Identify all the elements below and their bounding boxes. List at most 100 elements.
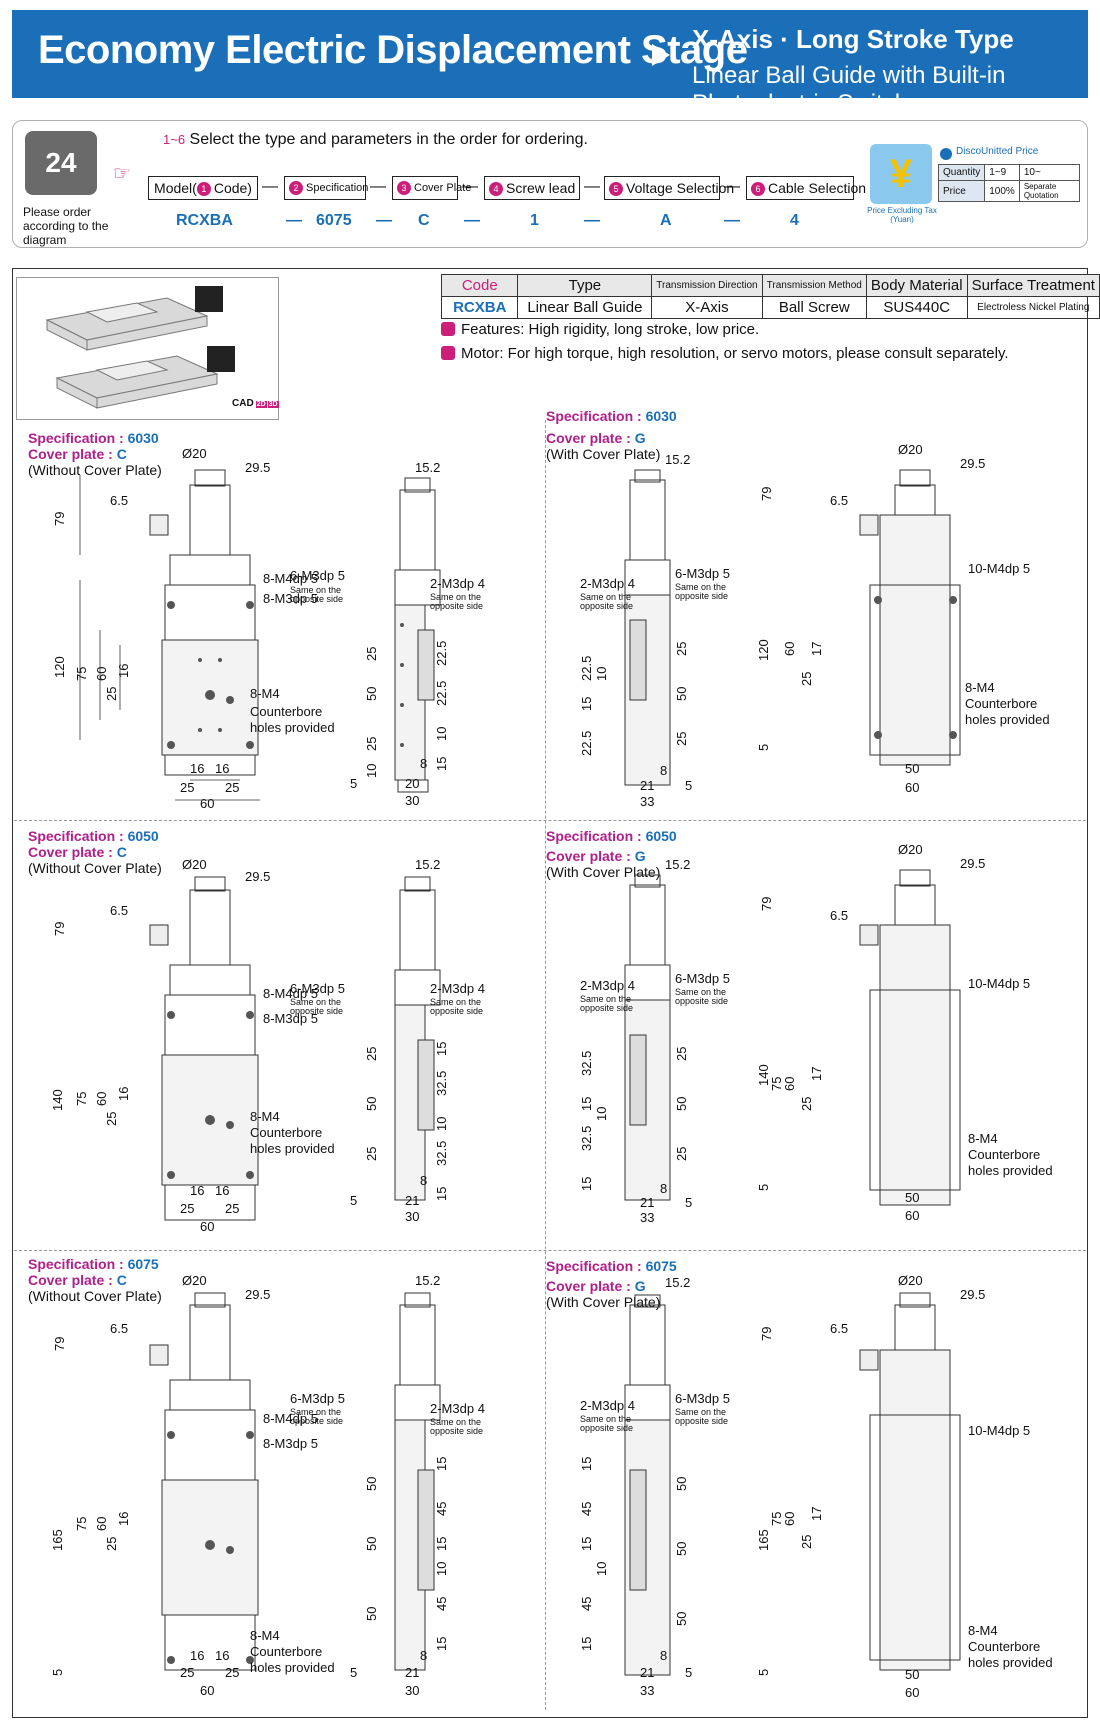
dim-label: opposite side [580, 1003, 633, 1013]
dim-label: 6-M3dp 5 [675, 1391, 730, 1406]
separator: — [464, 212, 480, 229]
dim-label: opposite side [580, 601, 633, 611]
dim-label: 79 [52, 1337, 67, 1351]
dim-label: 75 [74, 667, 89, 681]
dim-label: Same on the [675, 582, 726, 592]
spec-value: 6050 [127, 828, 159, 844]
dim-label: 8 [420, 756, 427, 771]
dim-label: holes provided [250, 1141, 335, 1156]
dim-label: 16 [190, 1648, 204, 1663]
spec-key: Specification : [546, 828, 642, 844]
section-label-6050-c: Specification : 6050 Cover plate : C (Wi… [28, 828, 162, 876]
dim-label: Counterbore [968, 1147, 1040, 1162]
section-label-6030-c: Specification : 6030 Cover plate : C (Wi… [28, 430, 162, 478]
cover-key: Cover plate : [546, 1278, 631, 1294]
arrow-right-icon [652, 44, 670, 66]
dim-label: 10 [594, 1562, 609, 1576]
dim-label: 25 [180, 780, 194, 795]
price-cell: 10~ [1018, 164, 1081, 181]
dim-label: 29.5 [245, 1287, 270, 1302]
dim-label: 32.5 [434, 1141, 449, 1166]
cover-key: Cover plate : [546, 430, 631, 446]
dim-label: holes provided [968, 1655, 1053, 1670]
dim-label: Same on the [580, 592, 631, 602]
dim-label: 6.5 [830, 493, 848, 508]
dim-label: 2-M3dp 4 [430, 981, 485, 996]
drawings-panel [12, 268, 1088, 1718]
drawing-6050-g-side: 15.2 2-M3dp 4 Same on the opposite side … [579, 857, 730, 1225]
dim-label: 79 [52, 512, 67, 526]
dim-label: 15 [579, 1537, 594, 1551]
dim-label: 8-M3dp 5 [263, 1011, 318, 1026]
dim-label: 25 [364, 1047, 379, 1061]
order-section: 24 Please order according to the diagram… [12, 120, 1088, 248]
dim-label: 16 [190, 761, 204, 776]
dim-label: 45 [434, 1502, 449, 1516]
dim-label: 15 [579, 1637, 594, 1651]
dim-label: 45 [579, 1502, 594, 1516]
dim-label: 25 [674, 1147, 689, 1161]
dim-label: 140 [756, 1064, 771, 1086]
value-voltage: A [660, 212, 672, 229]
banner-subtitle-2: Linear Ball Guide with Built-in Photoele… [692, 62, 1006, 117]
dim-label: opposite side [290, 594, 343, 604]
dim-label: 60 [905, 1685, 919, 1700]
dim-label: 60 [200, 1219, 214, 1234]
spec-value: 6075 [645, 1258, 677, 1274]
cover-note: (With Cover Plate) [546, 446, 661, 462]
dim-label: Same on the [290, 997, 341, 1007]
dim-label: 6.5 [110, 493, 128, 508]
dim-label: opposite side [675, 996, 728, 1006]
dim-label: 6.5 [830, 908, 848, 923]
feature-text: Features: High rigidity, long stroke, lo… [461, 321, 760, 338]
dim-label: opposite side [430, 1426, 483, 1436]
dim-label: 29.5 [960, 1287, 985, 1302]
stage-product-image [45, 286, 235, 409]
dim-label: 5 [350, 1193, 357, 1208]
order-caption: Please order according to the diagram [23, 205, 109, 247]
spec-value: 6050 [645, 828, 677, 844]
banner-subtitle: X-Axis · Long Stroke Type [692, 24, 1014, 54]
dim-label: 60 [94, 667, 109, 681]
dim-label: 50 [364, 687, 379, 701]
field-label: Model( [154, 180, 197, 196]
spec-value: 6075 [127, 1256, 159, 1272]
dim-label: 8 [660, 1648, 667, 1663]
dim-label: 30 [405, 1683, 419, 1698]
dim-label: 8-M4dp 5 [263, 986, 318, 1001]
dim-label: 10 [594, 1107, 609, 1121]
dim-label: 22.5 [579, 731, 594, 756]
motor-line: Motor: For high torque, high resolution,… [441, 345, 1009, 362]
spec-key: Specification : [546, 408, 642, 424]
dim-label: 8-M4 [968, 1131, 998, 1146]
cover-note: (With Cover Plate) [546, 1294, 661, 1310]
separator: — [724, 178, 740, 195]
dim-label: 79 [759, 487, 774, 501]
instruction-text: Select the type and parameters in the or… [189, 131, 588, 148]
dim-label: 15.2 [665, 857, 690, 872]
dim-label: Counterbore [250, 1125, 322, 1140]
dim-label: Ø20 [898, 1273, 923, 1288]
dim-label: 6-M3dp 5 [675, 971, 730, 986]
dim-label: Same on the [290, 585, 341, 595]
dim-label: opposite side [430, 1006, 483, 1016]
dim-label: 29.5 [960, 856, 985, 871]
dim-label: 25 [364, 1147, 379, 1161]
dim-label: 16 [215, 1648, 229, 1663]
field-label: Specification [306, 182, 369, 194]
dim-label: 10 [594, 667, 609, 681]
dim-label: Ø20 [898, 442, 923, 457]
dim-label: 50 [674, 1477, 689, 1491]
pointing-hand-icon: ☞ [113, 163, 131, 185]
product-photo [16, 277, 279, 420]
dim-label: 15 [579, 1177, 594, 1191]
separator: — [376, 212, 392, 229]
dim-label: 10 [434, 1562, 449, 1576]
dim-label: 15 [434, 1042, 449, 1056]
separator: — [584, 178, 600, 195]
dim-label: 25 [364, 737, 379, 751]
price-cell: Price [937, 180, 986, 202]
price-block: ¥ Price Excluding Tax (Yuan) DiscoUnitte… [867, 144, 1081, 226]
